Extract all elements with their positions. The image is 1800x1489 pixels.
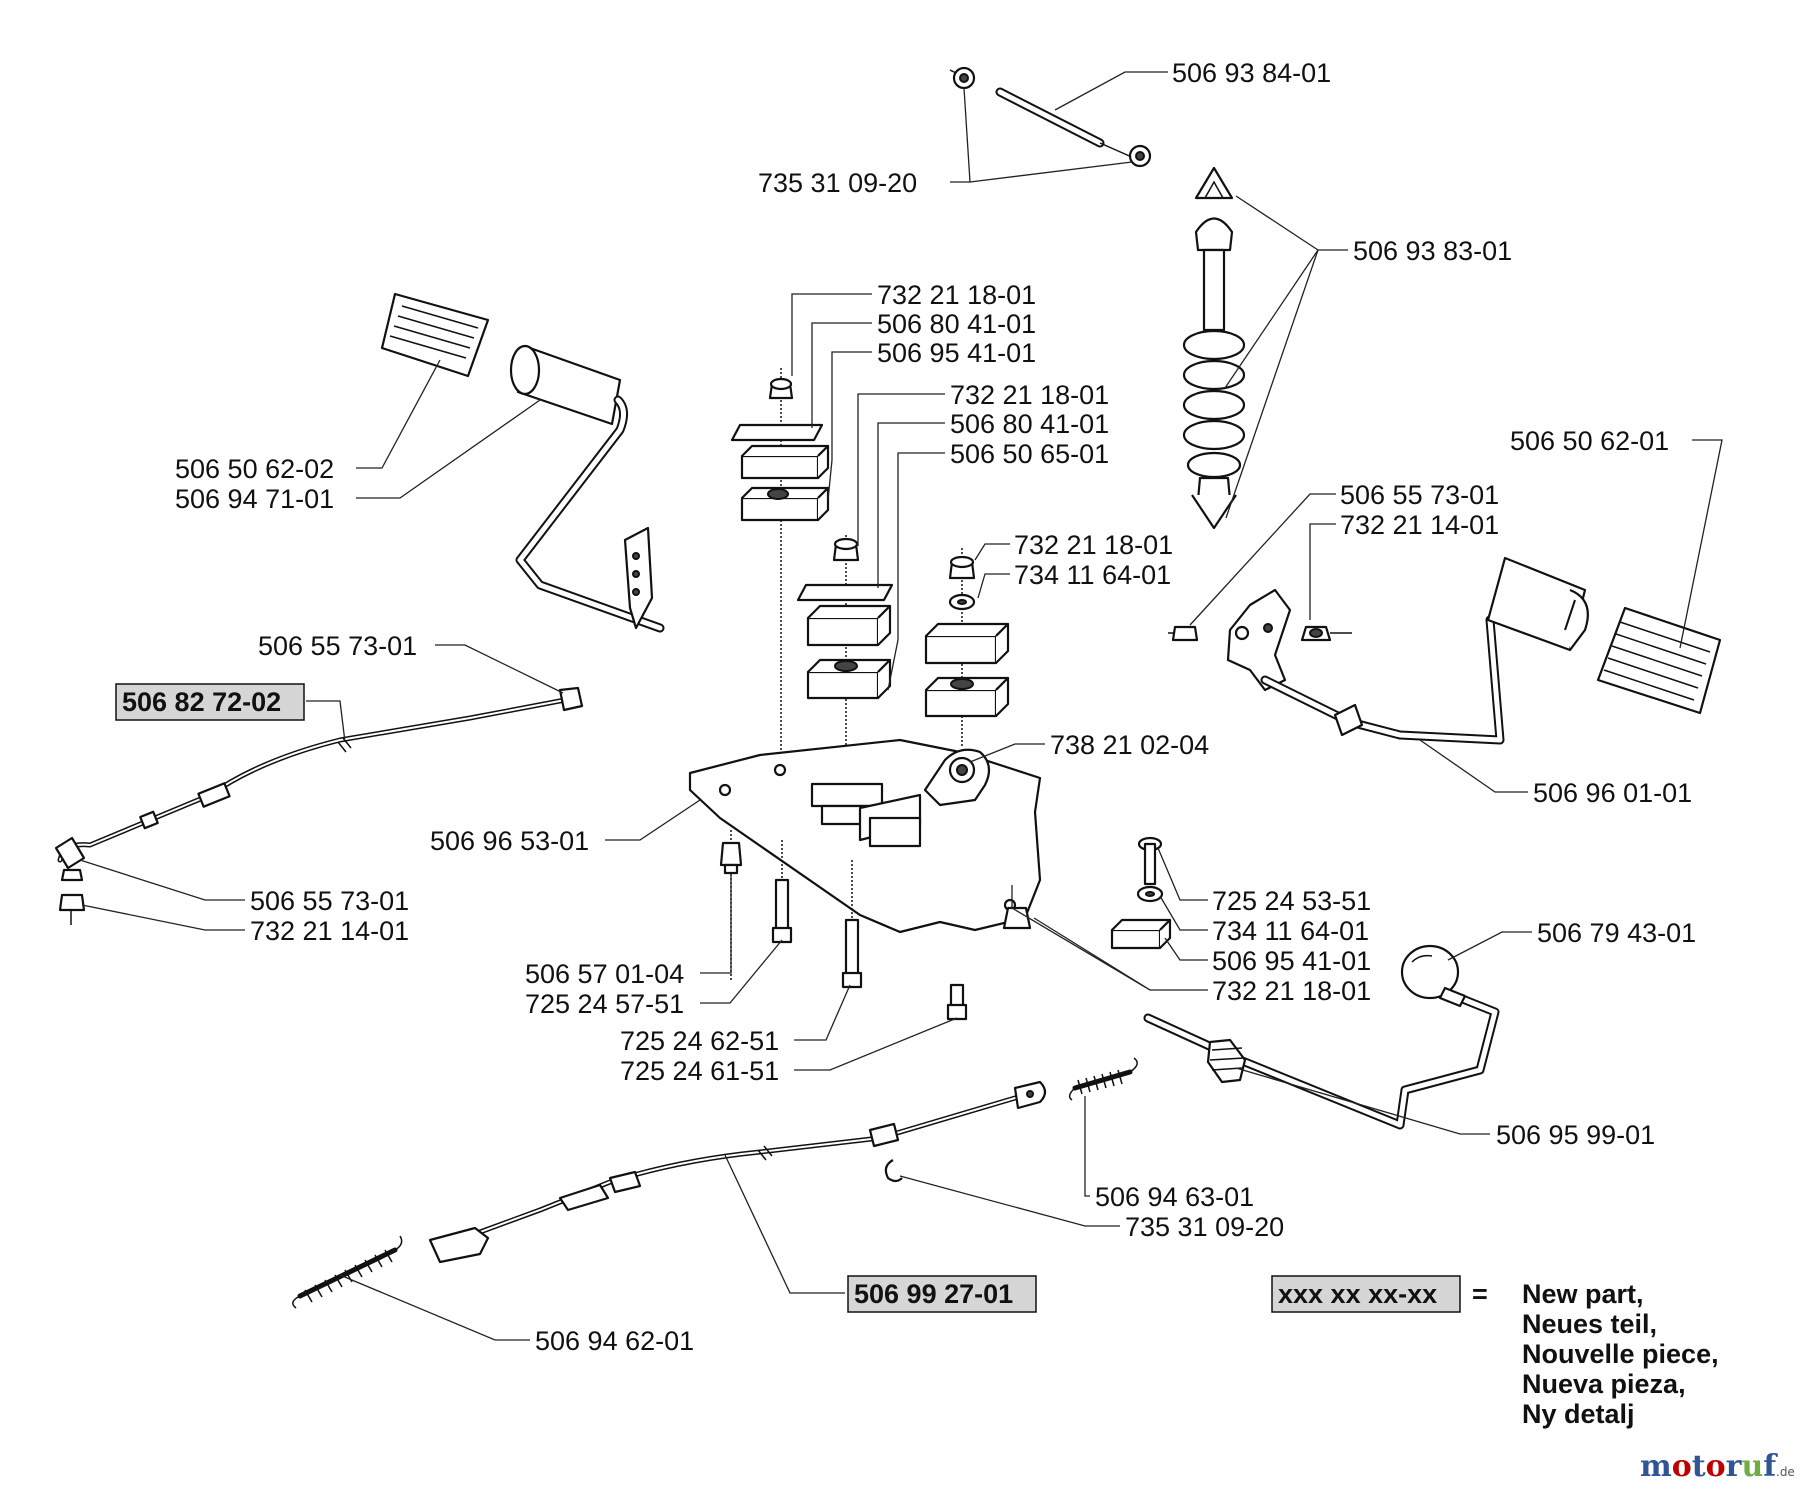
plate-bolts-part [719, 830, 1032, 1021]
left-block-stack-part [730, 368, 830, 770]
label-732-21-18-01-a: 732 21 18-01 [877, 280, 1036, 310]
base-plate-part [688, 738, 1042, 934]
label-725-24-62-51: 725 24 62-51 [620, 1026, 779, 1056]
right-pedal-pad-part [1596, 606, 1722, 715]
label-725-24-53-51: 725 24 53-51 [1212, 886, 1371, 916]
legend-line-2: Neues teil, [1522, 1309, 1657, 1339]
lower-spring-part [292, 1235, 403, 1309]
label-506-50-62-01: 506 50 62-01 [1510, 426, 1669, 456]
watermark-logo: motoruf .de [1640, 1449, 1795, 1484]
legend-line-5: Ny detalj [1522, 1399, 1635, 1429]
legend-line-4: Nueva pieza, [1522, 1369, 1686, 1399]
watermark-suffix: .de [1776, 1465, 1795, 1479]
label-506-94-62-01: 506 94 62-01 [535, 1326, 694, 1356]
leader-lines [79, 71, 1723, 1341]
right-pedal-part [1226, 556, 1589, 745]
label-506-95-41-01-b: 506 95 41-01 [1212, 946, 1371, 976]
label-506-96-53-01: 506 96 53-01 [430, 826, 589, 856]
label-735-31-09-20-top: 735 31 09-20 [758, 168, 917, 198]
label-506-95-99-01: 506 95 99-01 [1496, 1120, 1655, 1150]
new-part-box-506-82-72-02 [115, 683, 305, 721]
label-506-99-27-01: 506 99 27-01 [854, 1279, 1013, 1309]
clip-part-top [949, 66, 1152, 168]
legend-line-1: New part, [1522, 1279, 1644, 1309]
label-506-50-65-01: 506 50 65-01 [950, 439, 1109, 469]
label-725-24-61-51: 725 24 61-51 [620, 1056, 779, 1086]
label-506-93-83-01: 506 93 83-01 [1353, 236, 1512, 266]
upper-spring-part [1068, 1057, 1138, 1101]
right-block-stack-part [924, 548, 1010, 748]
label-506-80-41-01-b: 506 80 41-01 [950, 409, 1109, 439]
label-506-95-41-01-a: 506 95 41-01 [877, 338, 1036, 368]
label-506-55-73-01-upper: 506 55 73-01 [258, 631, 417, 661]
label-506-94-63-01: 506 94 63-01 [1095, 1182, 1254, 1212]
label-738-21-02-04: 738 21 02-04 [1050, 730, 1209, 760]
new-part-box-506-99-27-01 [847, 1275, 1037, 1313]
label-734-11-64-01-a: 734 11 64-01 [1014, 560, 1171, 590]
label-735-31-09-20-lower: 735 31 09-20 [1125, 1212, 1284, 1242]
legend-box-text: xxx xx xx-xx [1278, 1279, 1437, 1309]
label-506-55-73-01-lower: 506 55 73-01 [250, 886, 409, 916]
right-bolt-group-part [1110, 836, 1172, 950]
part-labels: 506 93 84-01 735 31 09-20 506 93 83-01 7… [115, 58, 1696, 1356]
lower-cable-part [428, 1080, 1047, 1264]
label-506-55-73-01-right: 506 55 73-01 [1340, 480, 1499, 510]
legend-equals: = [1472, 1279, 1488, 1309]
label-506-50-62-02: 506 50 62-02 [175, 454, 334, 484]
label-732-21-18-01-b: 732 21 18-01 [950, 380, 1109, 410]
clip-part-lower [884, 1159, 903, 1183]
label-506-93-84-01: 506 93 84-01 [1172, 58, 1331, 88]
label-506-79-43-01: 506 79 43-01 [1537, 918, 1696, 948]
shift-knob-part [1400, 944, 1467, 1008]
shift-rod-part [1143, 993, 1500, 1130]
right-screw-nut-part [1168, 625, 1352, 642]
shock-absorber-part [1182, 166, 1246, 530]
left-pedal-part [509, 344, 665, 633]
legend-line-3: Nouvelle piece, [1522, 1339, 1719, 1369]
label-732-21-18-01-c: 732 21 18-01 [1014, 530, 1173, 560]
upper-cable-part [54, 686, 584, 925]
legend-sample-box [1271, 1275, 1461, 1313]
label-506-94-71-01: 506 94 71-01 [175, 484, 334, 514]
watermark-brand: motoruf [1640, 1449, 1778, 1484]
middle-block-stack-part [796, 535, 894, 760]
pin-part [995, 87, 1144, 163]
label-506-57-01-04: 506 57 01-04 [525, 959, 684, 989]
label-506-82-72-02: 506 82 72-02 [122, 687, 281, 717]
legend: xxx xx xx-xx = New part, Neues teil, Nou… [1271, 1275, 1719, 1429]
label-734-11-64-01-b: 734 11 64-01 [1212, 916, 1369, 946]
label-506-80-41-01-a: 506 80 41-01 [877, 309, 1036, 339]
label-732-21-14-01-lower: 732 21 14-01 [250, 916, 409, 946]
label-732-21-14-01-right: 732 21 14-01 [1340, 510, 1499, 540]
label-725-24-57-51: 725 24 57-51 [525, 989, 684, 1019]
label-732-21-18-01-d: 732 21 18-01 [1212, 976, 1371, 1006]
left-pedal-pad-part [380, 292, 490, 378]
label-506-96-01-01: 506 96 01-01 [1533, 778, 1692, 808]
